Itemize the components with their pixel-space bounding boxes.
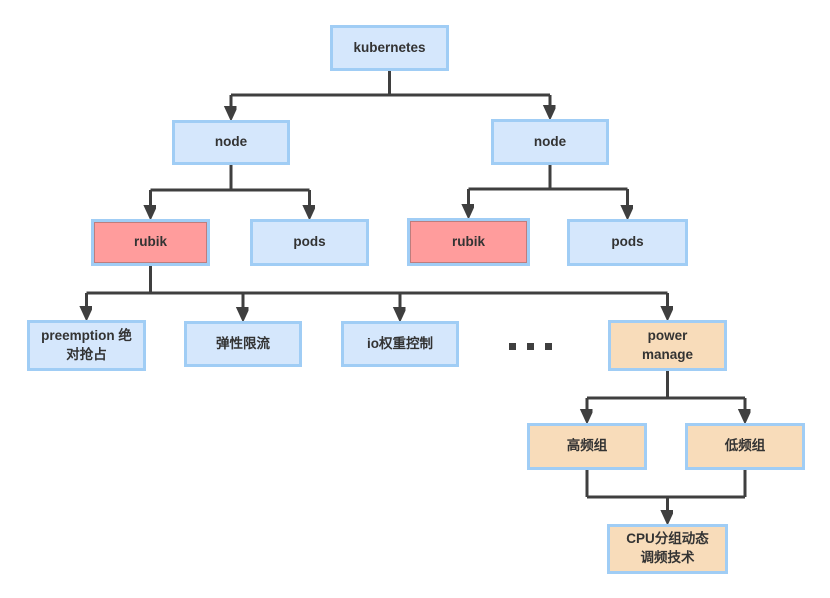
cpu-group-dynamic-frequency: CPU分组动态 调频技术 bbox=[607, 524, 728, 574]
ellipsis-dots bbox=[509, 343, 552, 350]
feature-power-manage: power manage bbox=[608, 320, 727, 371]
kubernetes-node: kubernetes bbox=[330, 25, 449, 71]
pods-right: pods bbox=[567, 219, 688, 266]
feature-preemption: preemption 绝 对抢占 bbox=[27, 320, 146, 371]
feature-elastic-flow-limit: 弹性限流 bbox=[184, 321, 302, 367]
node-left: node bbox=[172, 120, 290, 165]
ellipsis-dot bbox=[509, 343, 516, 350]
high-frequency-group: 高频组 bbox=[527, 423, 647, 470]
rubik-right: rubik bbox=[407, 218, 530, 266]
rubik-left: rubik bbox=[91, 219, 210, 266]
node-right: node bbox=[491, 119, 609, 165]
ellipsis-dot bbox=[527, 343, 534, 350]
ellipsis-dot bbox=[545, 343, 552, 350]
feature-io-weight-control: io权重控制 bbox=[341, 321, 459, 367]
pods-left: pods bbox=[250, 219, 369, 266]
low-frequency-group: 低频组 bbox=[685, 423, 805, 470]
